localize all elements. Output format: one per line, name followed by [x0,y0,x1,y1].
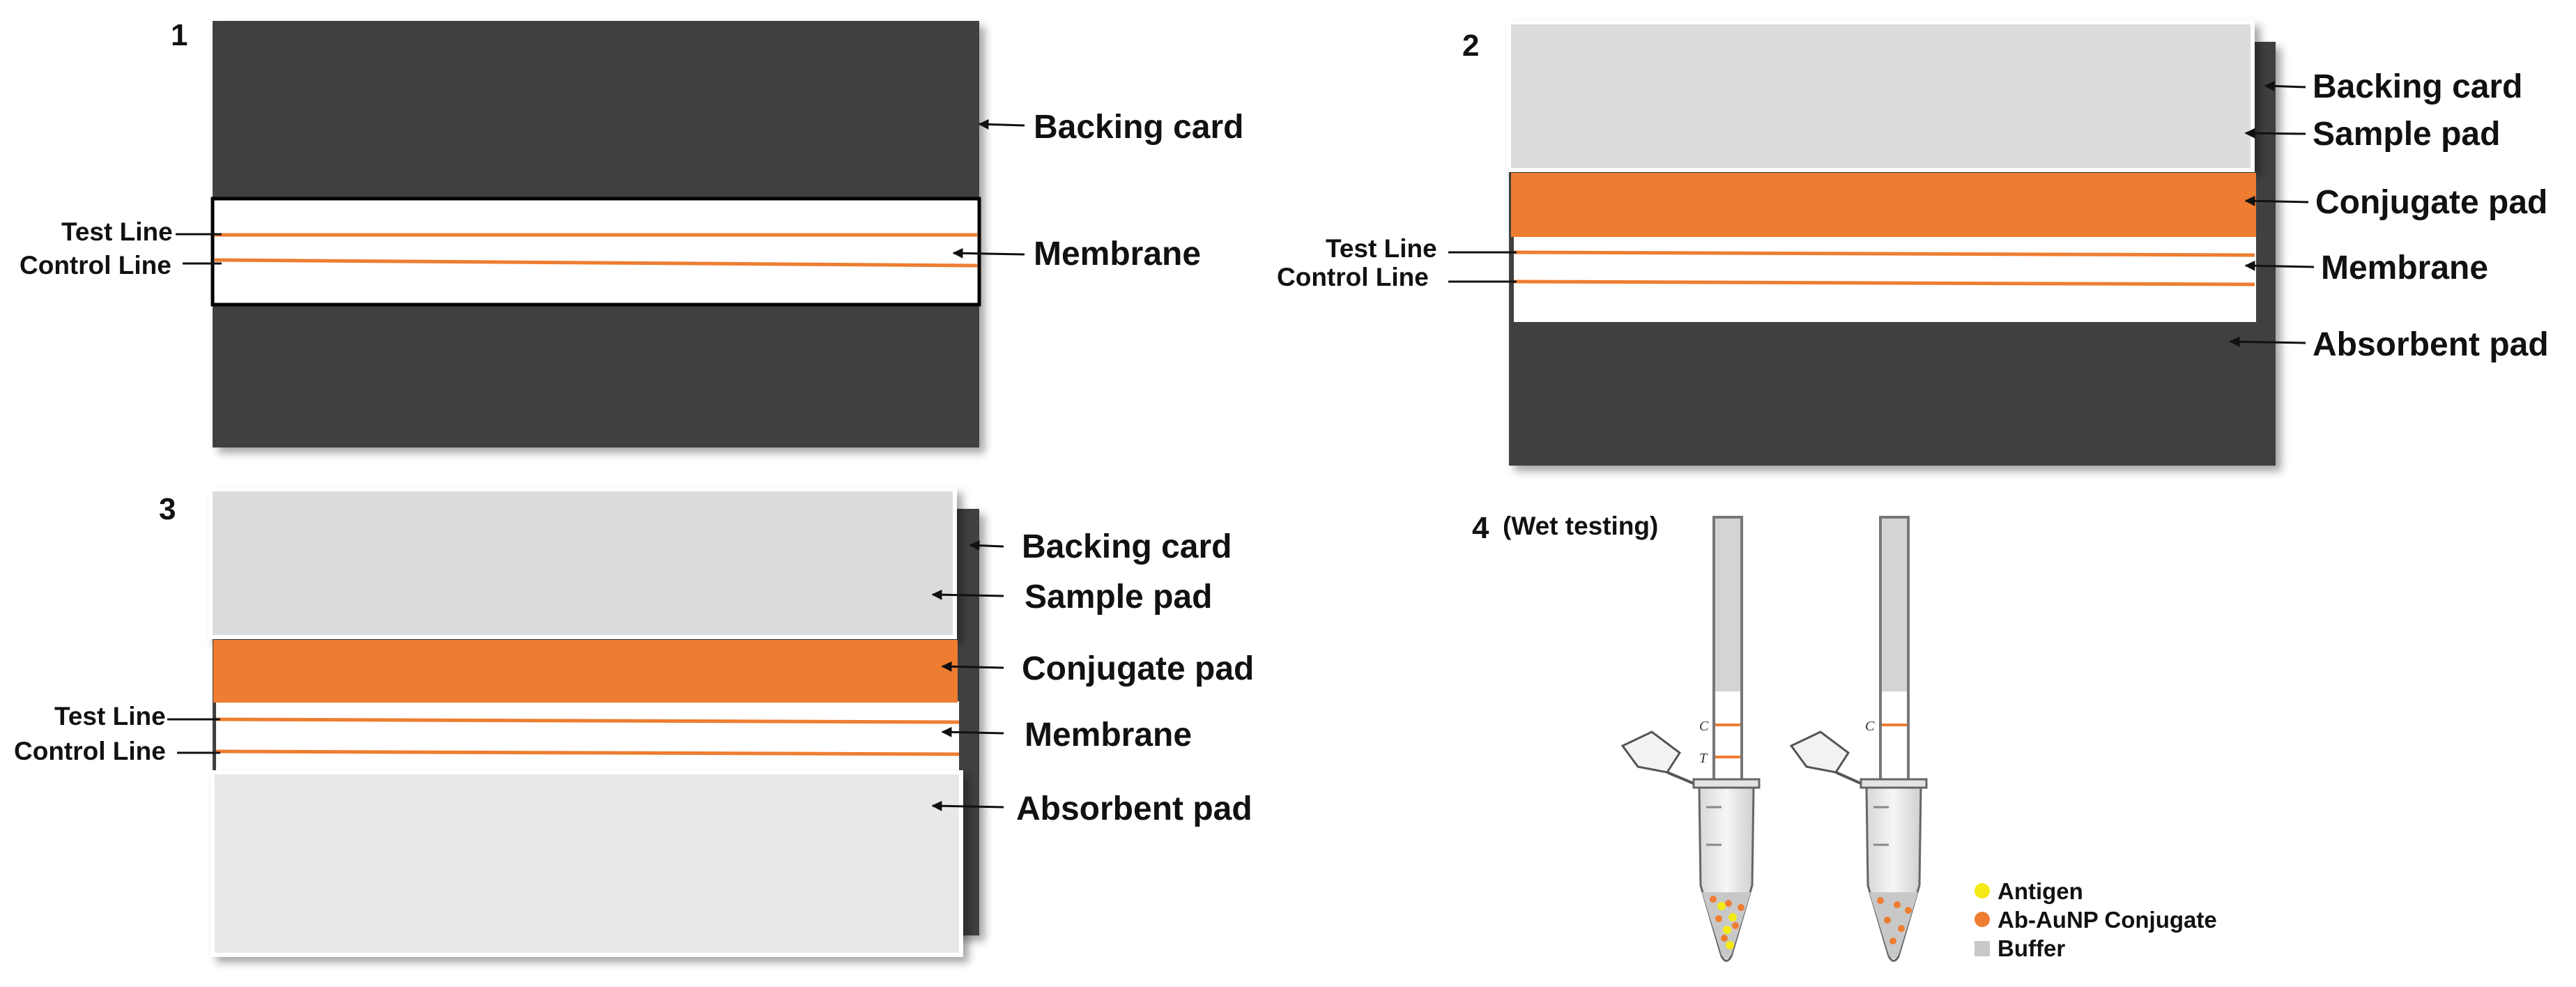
panel-3-label-absorbent-pad: Absorbent pad [1016,790,1252,827]
conjugate-particle [1877,897,1884,904]
panel-1-label-control-line: Control Line [20,251,171,280]
legend-antigen-swatch [1975,883,1990,898]
panel-3-number: 3 [159,492,176,526]
tube-positive-cap-hinge [1666,771,1694,785]
conjugate-particle [1725,900,1732,907]
panel-3-control-line [215,749,960,756]
antigen-particle [1723,926,1731,934]
panel-2-control-line [1513,280,2255,286]
panel-2: 2 Backing card Sample pad Conjugate pad … [1277,20,2549,466]
panel-4-number: 4 [1472,511,1489,545]
panel-3-label-membrane: Membrane [1025,717,1192,753]
panel-1-label-membrane: Membrane [1034,236,1201,273]
panel-3-absorbent-pad [210,770,963,957]
legend-antigen-label: Antigen [1998,878,2083,904]
tube-positive-cap [1620,730,1682,774]
tube-negative-buffer [1869,892,1918,959]
panel-2-label-absorbent-pad: Absorbent pad [2313,326,2549,363]
legend-buffer-swatch [1975,941,1990,956]
panel-2-label-membrane: Membrane [2321,250,2488,286]
tube-positive-label-c: C [1699,719,1709,734]
panel-4-subtitle: (Wet testing) [1503,512,1658,540]
tube-negative-cap-hinge [1835,771,1862,785]
panel-2-test-line [1513,250,2255,257]
panel-3-arrow-absorbent-pad [931,800,1004,811]
legend-buffer-label: Buffer [1998,935,2065,961]
panel-3-label-test-line: Test Line [54,702,166,730]
panel-2-label-backing-card: Backing card [2313,68,2522,105]
panel-2-arrow-sample-pad [2244,128,2306,139]
panel-2-label-conjugate-pad: Conjugate pad [2315,184,2547,221]
conjugate-particle [1884,917,1891,924]
legend: Antigen Ab-AuNP Conjugate Buffer [1975,878,2217,961]
panel-1: 1 Backing card Membrane Test Line Contro… [20,18,1243,447]
conjugate-particle [1905,907,1912,914]
panel-3-arrow-membrane [941,726,1004,737]
conjugate-particle [1732,922,1739,929]
panel-1-arrow-backing [978,118,1025,130]
panel-1-membrane [210,197,981,307]
panel-3-arrow-sample-pad [931,589,1004,600]
panel-2-arrow-absorbent-pad [2229,336,2306,347]
panel-1-label-test-line: Test Line [61,217,173,246]
conjugate-particle [1715,915,1722,922]
tube-negative-label-c: C [1865,719,1875,734]
panel-1-control-line [214,258,978,268]
panel-1-arrow-membrane [952,247,1025,259]
panel-2-label-sample-pad: Sample pad [2313,116,2500,153]
conjugate-particle [1894,901,1901,908]
panel-3: 3 Backing card Sample pad Conjugate pad … [14,487,1254,957]
antigen-particle [1728,913,1737,921]
panel-3-arrow-conjugate-pad [941,661,1004,672]
antigen-particle [1726,941,1734,949]
panel-2-label-test-line: Test Line [1326,234,1437,263]
legend-conjugate-swatch [1975,912,1990,927]
panel-3-sample-pad [208,487,957,639]
panel-3-membrane [216,701,959,774]
antigen-particle [1717,902,1726,910]
conjugate-particle [1710,896,1717,903]
panel-2-arrow-conjugate-pad [2244,195,2309,206]
panel-3-conjugate-pad [213,640,958,703]
panel-2-conjugate-pad [1511,173,2256,237]
panel-2-number: 2 [1462,29,1479,63]
conjugate-particle [1738,904,1745,911]
panel-3-test-line [215,717,960,724]
panel-3-arrow-backing [969,540,1004,551]
panel-3-label-sample-pad: Sample pad [1025,579,1212,615]
conjugate-particle [1889,938,1896,944]
panel-2-arrow-backing [2264,80,2306,91]
tube-negative-cap [1789,730,1850,774]
tube-positive-rim [1692,778,1761,789]
panel-4: 4 (Wet testing) C T [1472,511,2217,962]
panel-2-membrane [1514,237,2256,322]
tube-positive-label-t: T [1699,751,1708,766]
tube-negative-strip-pad [1882,519,1907,691]
panel-2-sample-pad [1507,20,2255,172]
tube-positive: C T [1620,516,1761,962]
panel-1-label-backing-card: Backing card [1034,109,1243,146]
conjugate-particle [1898,925,1905,932]
legend-conjugate-label: Ab-AuNP Conjugate [1998,907,2217,933]
tube-negative: C [1789,516,1928,962]
panel-3-label-backing-card: Backing card [1022,528,1232,565]
tube-positive-strip-pad [1715,519,1740,691]
tube-negative-rim [1860,778,1928,789]
panel-1-number: 1 [171,18,187,52]
panel-3-label-control-line: Control Line [14,737,166,765]
panel-2-label-control-line: Control Line [1277,263,1429,291]
panel-3-label-conjugate-pad: Conjugate pad [1022,650,1254,687]
conjugate-particle [1721,935,1728,942]
panel-2-arrow-membrane [2244,260,2315,271]
